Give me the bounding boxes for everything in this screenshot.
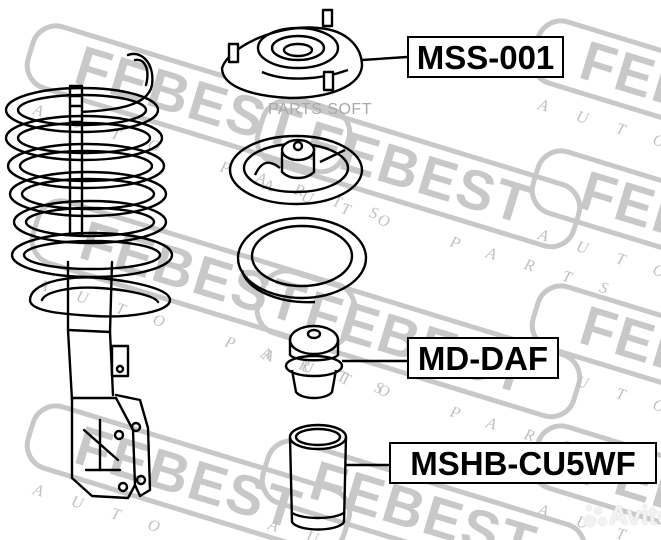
part-label-mss-001[interactable]: MSS-001 [407,36,564,78]
avito-text: Avito [609,500,661,530]
strut-mount-drawing [220,8,408,100]
bump-stop-drawing [284,324,407,400]
bearing-plate-drawing [228,134,364,206]
dust-boot-drawing [288,423,389,531]
part-label-md-daf[interactable]: MD-DAF [407,337,559,379]
avito-logo-icon [584,504,607,527]
spring-seat-ring-drawing [236,216,368,304]
coil-spring-strut-drawing [4,52,174,500]
part-label-mshb-cu5wf[interactable]: MSHB-CU5WF [389,442,657,484]
parts-soft-watermark: PARTS SOFT [268,101,372,118]
avito-watermark: Avito [584,500,661,531]
